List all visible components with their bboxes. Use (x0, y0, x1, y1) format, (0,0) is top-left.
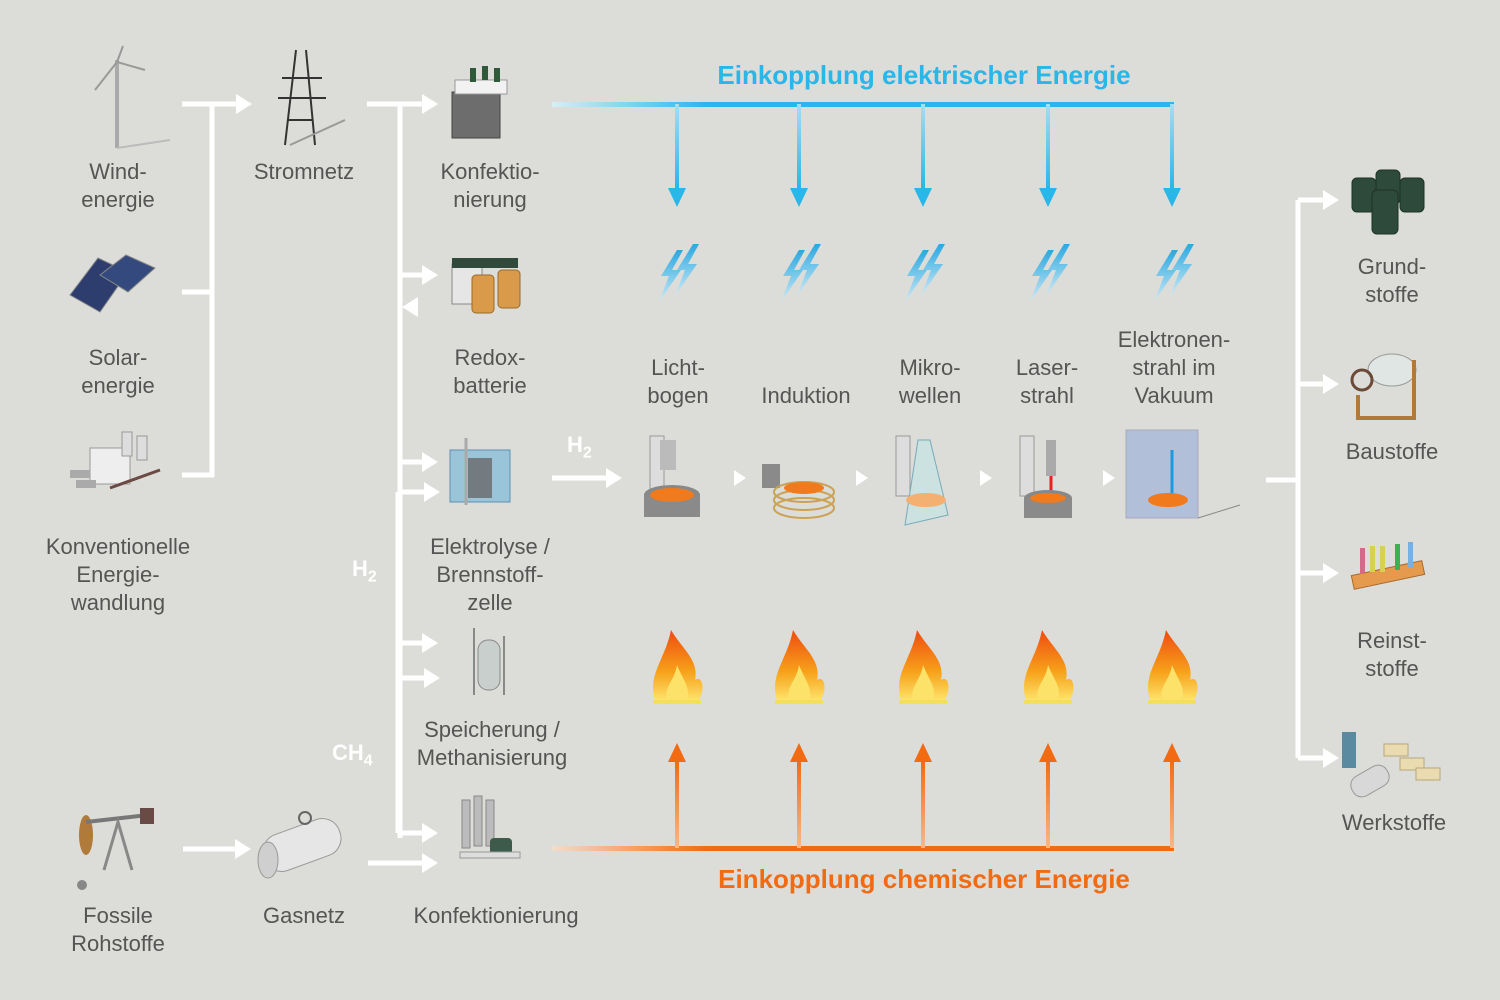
product-distribution-line (1266, 197, 1323, 761)
product-label-building: Baustoffe (1345, 439, 1439, 464)
cement-mixer-icon (1350, 353, 1417, 420)
electric-drop-arrow-microwave (914, 104, 932, 207)
flame-icon (774, 630, 825, 704)
power-pylon-icon (278, 49, 346, 146)
arc-furnace-icon (644, 435, 700, 517)
flame-icon (1147, 630, 1198, 704)
conversion-label-electrolysis: Elektrolyse / Brennstoff- zelle (430, 534, 550, 615)
ch4-label: CH4 (332, 740, 373, 770)
electric-energy-title: Einkopplung elektrischer Energie (717, 60, 1131, 90)
conversion-label-storage: Speicherung / Methanisierung (416, 717, 568, 770)
connectors (182, 101, 1323, 866)
lightning-bolt-icon (659, 244, 699, 302)
source-collector-line (182, 101, 236, 478)
grid-distribution-line (367, 101, 422, 838)
test-tubes-icon (1350, 542, 1426, 590)
chemical-rise-arrow-ebeam (1163, 743, 1181, 848)
lightning-bolt-icon (781, 244, 821, 302)
flame-icon (1023, 630, 1074, 704)
refinery-icon (459, 795, 521, 859)
lightning-bolt-icon (1030, 244, 1070, 302)
gas-pipeline-icon (257, 811, 342, 879)
flame-icon (898, 630, 949, 704)
laser-furnace-icon (1019, 435, 1072, 518)
process-label-arc: Licht- bogen (647, 355, 709, 408)
electric-energy-bus (552, 102, 1181, 207)
chemical-rise-arrow-laser (1039, 743, 1057, 848)
lightning-bolt-icon (1154, 244, 1194, 302)
product-label-pure: Reinst- stoffe (1357, 628, 1427, 681)
process-label-laser: Laser- strahl (1015, 355, 1079, 408)
process-label-ebeam: Elektronen- strahl im Vakuum (1117, 327, 1231, 408)
network-label-grid: Stromnetz (253, 159, 355, 184)
chemical-rise-arrow-microwave (914, 743, 932, 848)
source-label-wind: Wind- energie (81, 159, 155, 212)
process-label-induction: Induktion (761, 383, 851, 408)
power-plant-icon (70, 431, 161, 490)
conversion-label-conf-elec: Konfektio- nierung (440, 159, 540, 212)
process-label-microwave: Mikro- wellen (898, 355, 962, 408)
h2-label-branch: H2 (352, 556, 377, 586)
gas-h2-line (395, 489, 424, 833)
source-label-conventional: Konventionelle Energie- wandlung (45, 534, 191, 615)
conversion-label-redox: Redox- batterie (453, 345, 527, 398)
chemical-rise-arrow-induction (790, 743, 808, 848)
electric-bus-line (552, 102, 1174, 107)
electrolyzer-icon (449, 438, 511, 505)
electron-beam-vacuum-icon (1125, 429, 1241, 519)
chemical-bus-line (552, 846, 1174, 851)
product-label-materials: Werkstoffe (1341, 810, 1447, 835)
barrels-icon (1351, 169, 1425, 235)
h2-label-feed: H2 (567, 432, 592, 462)
induction-furnace-icon (762, 464, 835, 519)
chemical-rise-arrow-arc (668, 743, 686, 848)
microwave-furnace-icon (895, 435, 949, 526)
flame-icon (652, 630, 703, 704)
redox-battery-icon (451, 258, 521, 314)
solar-panel-icon (69, 254, 156, 313)
chemical-energy-title: Einkopplung chemischer Energie (718, 864, 1130, 894)
electric-drop-arrow-arc (668, 104, 686, 207)
connector-arrowheads (235, 94, 1339, 873)
gas-feed-line (183, 846, 422, 866)
conversion-label-conf-chem: Konfektionierung (413, 903, 579, 928)
chemical-energy-bus (552, 743, 1181, 851)
product-label-basic: Grund- stoffe (1357, 254, 1427, 307)
storage-tank-icon (473, 628, 505, 695)
source-label-solar: Solar- energie (81, 345, 155, 398)
source-label-fossil: Fossile Rohstoffe (71, 903, 165, 956)
lightning-bolt-icon (905, 244, 945, 302)
oil-pump-icon (77, 808, 154, 890)
electric-drop-arrow-ebeam (1163, 104, 1181, 207)
electric-drop-arrow-induction (790, 104, 808, 207)
electric-drop-arrow-laser (1039, 104, 1057, 207)
wind-turbine-icon (94, 45, 171, 149)
network-label-gas: Gasnetz (263, 903, 345, 928)
bricks-pipes-icon (1342, 732, 1441, 798)
transformer-icon (451, 66, 508, 139)
